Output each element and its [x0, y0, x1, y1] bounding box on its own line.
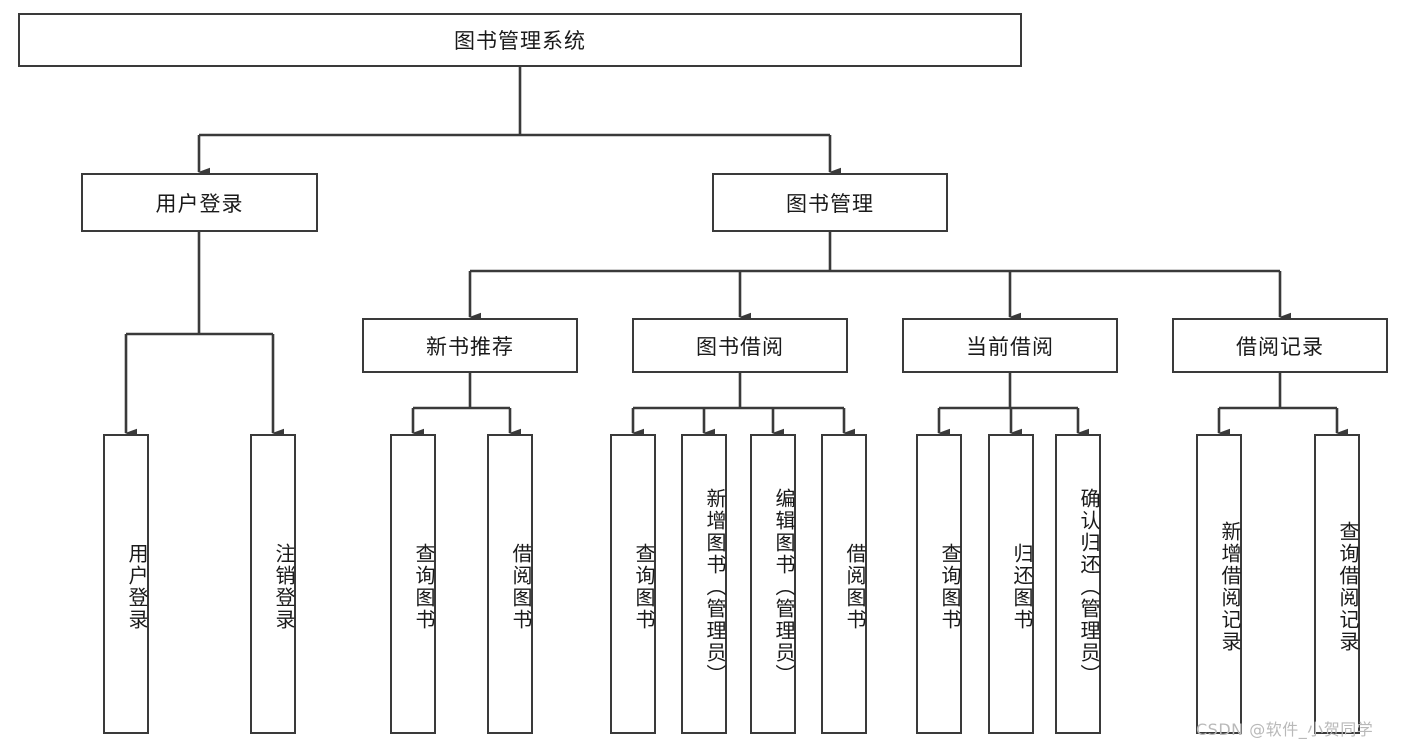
- node-new-book-recommend[interactable]: 新书推荐: [362, 318, 578, 373]
- node-leaf-add-book[interactable]: 新增图书（管理员）: [681, 434, 727, 734]
- node-leaf-query-book-1[interactable]: 查询图书: [390, 434, 436, 734]
- node-label: 新书推荐: [426, 334, 514, 359]
- node-label: 当前借阅: [966, 334, 1054, 359]
- node-leaf-borrow-book-2[interactable]: 借阅图书: [821, 434, 867, 734]
- node-book-borrow[interactable]: 图书借阅: [632, 318, 848, 373]
- node-leaf-query-book-2[interactable]: 查询图书: [610, 434, 656, 734]
- node-label: 图书管理: [786, 191, 874, 216]
- node-label: 借阅图书: [843, 543, 867, 631]
- node-label: 用户登录: [155, 191, 244, 216]
- node-label: 编辑图书（管理员）: [772, 488, 796, 686]
- node-leaf-user-login[interactable]: 用户登录: [103, 434, 149, 734]
- node-label: 查询图书: [412, 543, 436, 631]
- node-leaf-return-book[interactable]: 归还图书: [988, 434, 1034, 734]
- node-label: 图书借阅: [696, 334, 784, 359]
- node-book-manage[interactable]: 图书管理: [712, 173, 948, 232]
- node-label: 图书管理系统: [454, 29, 586, 53]
- node-label: 借阅记录: [1236, 334, 1324, 359]
- node-leaf-add-record[interactable]: 新增借阅记录: [1196, 434, 1242, 734]
- node-leaf-confirm-return[interactable]: 确认归还（管理员）: [1055, 434, 1101, 734]
- node-user-login[interactable]: 用户登录: [81, 173, 318, 232]
- node-label: 查询图书: [938, 543, 962, 631]
- node-borrow-record[interactable]: 借阅记录: [1172, 318, 1388, 373]
- node-label: 归还图书: [1010, 543, 1034, 631]
- node-label: 确认归还（管理员）: [1077, 488, 1101, 686]
- node-label: 注销登录: [272, 543, 296, 631]
- node-label: 查询图书: [632, 543, 656, 631]
- node-leaf-borrow-book-1[interactable]: 借阅图书: [487, 434, 533, 734]
- node-root-system[interactable]: 图书管理系统: [18, 13, 1022, 67]
- node-label: 用户登录: [125, 543, 149, 631]
- node-label: 查询借阅记录: [1336, 521, 1360, 653]
- node-label: 新增借阅记录: [1218, 521, 1242, 653]
- node-leaf-edit-book[interactable]: 编辑图书（管理员）: [750, 434, 796, 734]
- node-label: 借阅图书: [509, 543, 533, 631]
- node-label: 新增图书（管理员）: [703, 488, 727, 686]
- node-leaf-query-book-3[interactable]: 查询图书: [916, 434, 962, 734]
- csdn-watermark: CSDN @软件_小贺同学: [1196, 720, 1374, 739]
- node-leaf-logout[interactable]: 注销登录: [250, 434, 296, 734]
- node-current-borrow[interactable]: 当前借阅: [902, 318, 1118, 373]
- node-leaf-query-record[interactable]: 查询借阅记录: [1314, 434, 1360, 734]
